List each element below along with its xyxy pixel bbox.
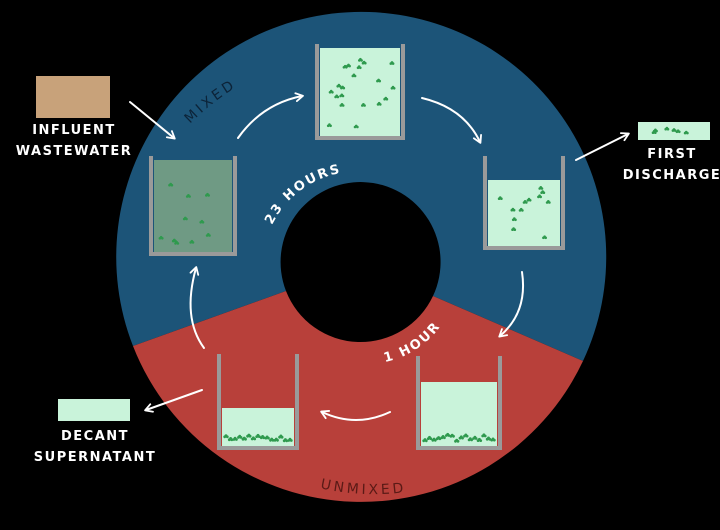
arrow-decant-out (144, 389, 203, 413)
settled-sludge-layer (422, 432, 496, 443)
biomass-floc-group (326, 57, 396, 129)
settled-sludge-layer (223, 433, 293, 443)
arrow-fill-to-react (237, 92, 304, 139)
arrow-influent-in (129, 101, 176, 140)
arrow-discharge-to-settle (498, 271, 524, 338)
tank-fill (149, 156, 237, 256)
arrow-react-to-discharge (421, 97, 482, 144)
arrow-decant-to-fill (189, 266, 205, 349)
influent-swatch (36, 76, 110, 118)
tank-react (315, 44, 405, 140)
first-discharge-label: FIRST DISCHARGE (622, 147, 720, 183)
first-discharge-swatch (638, 122, 710, 140)
decant-supernatant-label: DECANT SUPERNATANT (33, 429, 157, 465)
mixed-zone (116, 11, 607, 361)
tank-first-discharge (483, 156, 565, 250)
biomass-floc-group (497, 186, 551, 240)
biomass-floc-group (158, 182, 211, 245)
influent-wastewater-label: INFLUENT WASTEWATER (15, 123, 133, 159)
arrow-settle-to-decant (320, 410, 391, 421)
decant-swatch (58, 399, 130, 421)
tank-decant (217, 354, 299, 450)
biomass-floc-group (651, 126, 689, 135)
tank-settle (416, 356, 502, 450)
arrow-discharge-out (575, 132, 630, 161)
